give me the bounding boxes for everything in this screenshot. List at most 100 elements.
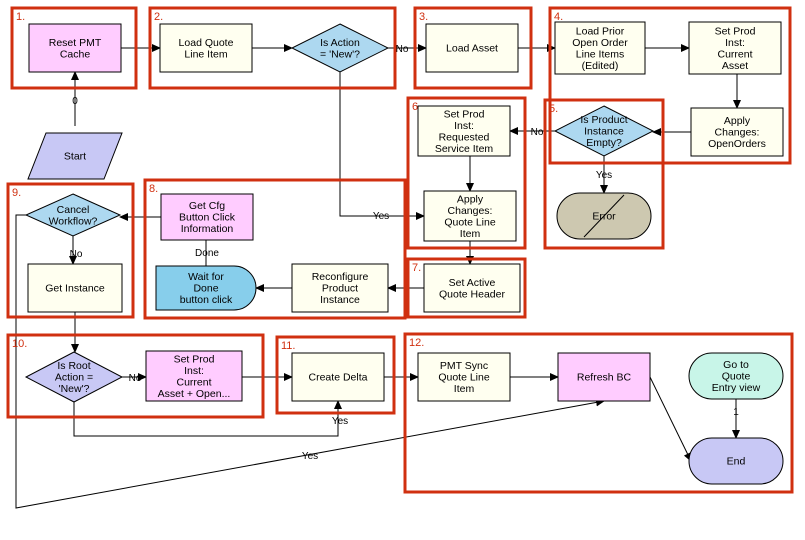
node-label: Cancel xyxy=(57,204,90,216)
node-label: Instance xyxy=(584,126,624,138)
node-label: Done xyxy=(193,283,218,295)
node-label: Go to xyxy=(723,359,749,371)
edge-label-empty-yes: Yes xyxy=(596,170,612,181)
node-label: Load Prior xyxy=(576,25,625,37)
node-label: button click xyxy=(180,294,233,306)
group-9: 9. xyxy=(6,182,135,319)
node-label: Refresh BC xyxy=(577,372,632,384)
group-6: 6. xyxy=(406,96,527,250)
group-number-4: 4. xyxy=(554,11,563,23)
node-start[interactable]: Start xyxy=(27,132,123,180)
edge-22 xyxy=(73,400,342,437)
node-label: PMT Sync xyxy=(440,360,488,372)
group-11: 11. xyxy=(275,335,396,415)
edge-label-action-no: No xyxy=(396,44,409,55)
group-number-10: 10. xyxy=(12,338,27,350)
group-10: 10. xyxy=(6,333,265,419)
node-is-action-new[interactable]: Is Action= 'New'? xyxy=(290,23,390,73)
edge-label-start-to-reset: 0 xyxy=(72,96,78,107)
node-label: Inst: xyxy=(184,365,204,377)
node-label: 'New'? xyxy=(59,383,90,395)
node-label: Button Click xyxy=(179,212,236,224)
node-refresh-bc[interactable]: Refresh BC xyxy=(557,352,651,402)
node-get-instance[interactable]: Get Instance xyxy=(27,263,123,313)
node-end[interactable]: End xyxy=(688,437,784,485)
node-error[interactable]: Error xyxy=(556,192,652,240)
node-label: Quote Line xyxy=(438,372,490,384)
edge-label-empty-no: No xyxy=(531,127,544,138)
edge-label-cancel-yes: Yes xyxy=(302,451,318,462)
node-label: Apply xyxy=(724,115,751,127)
node-label: Reset PMT xyxy=(49,37,102,49)
node-label: Current xyxy=(176,376,211,388)
node-label: Quote xyxy=(722,371,751,383)
node-label: Action = xyxy=(55,372,93,384)
group-number-3: 3. xyxy=(419,11,428,23)
node-create-delta[interactable]: Create Delta xyxy=(291,352,385,402)
edge-label-wait-done: Done xyxy=(195,248,219,259)
node-label: Is Action xyxy=(320,37,360,49)
group-number-7: 7. xyxy=(412,262,421,274)
group-8: 8. xyxy=(143,178,407,320)
node-label: Entry view xyxy=(712,382,761,394)
node-label: Line Item xyxy=(184,48,227,60)
node-label: Error xyxy=(592,211,616,223)
node-label: Is Product xyxy=(580,114,627,126)
node-label: Workflow? xyxy=(49,215,98,227)
group-1: 1. xyxy=(10,6,138,90)
node-label: Item xyxy=(454,383,475,395)
group-3: 3. xyxy=(413,6,533,90)
node-label: Wait for xyxy=(188,271,224,283)
node-label: Changes: xyxy=(448,205,493,217)
group-number-2: 2. xyxy=(154,11,163,23)
edge-label-cancel-no: No xyxy=(70,249,83,260)
node-label: = 'New'? xyxy=(320,48,360,60)
node-label: Item xyxy=(460,228,481,240)
node-label: Get Cfg xyxy=(189,200,225,212)
edge-label-root-no: No xyxy=(129,373,142,384)
group-4: 4. xyxy=(548,6,792,165)
node-label: Empty? xyxy=(586,137,622,149)
group-number-12: 12. xyxy=(409,337,424,349)
node-label: Set Prod xyxy=(174,353,215,365)
node-label: Inst: xyxy=(454,120,474,132)
node-label: Instance xyxy=(320,294,360,306)
node-label: Current xyxy=(717,48,752,60)
group-number-5: 5. xyxy=(549,103,558,115)
edge-25 xyxy=(649,376,692,462)
node-label: Asset xyxy=(722,60,748,72)
node-label: Get Instance xyxy=(45,283,105,295)
edge-12 xyxy=(339,72,425,220)
edge-27 xyxy=(15,214,605,509)
node-load-asset[interactable]: Load Asset xyxy=(425,23,519,73)
edge-label-root-yes: Yes xyxy=(332,416,348,427)
edge-label-goto-end: 1 xyxy=(733,407,739,418)
node-label: (Edited) xyxy=(582,60,619,72)
edge-label-action-yes: Yes xyxy=(373,211,389,222)
node-label: Create Delta xyxy=(309,372,368,384)
node-label: Start xyxy=(64,151,86,163)
node-label: End xyxy=(727,456,746,468)
node-label: Product xyxy=(322,283,358,295)
group-7: 7. xyxy=(406,257,527,319)
group-number-6: 6. xyxy=(412,101,421,113)
group-5: 5. xyxy=(543,98,665,250)
